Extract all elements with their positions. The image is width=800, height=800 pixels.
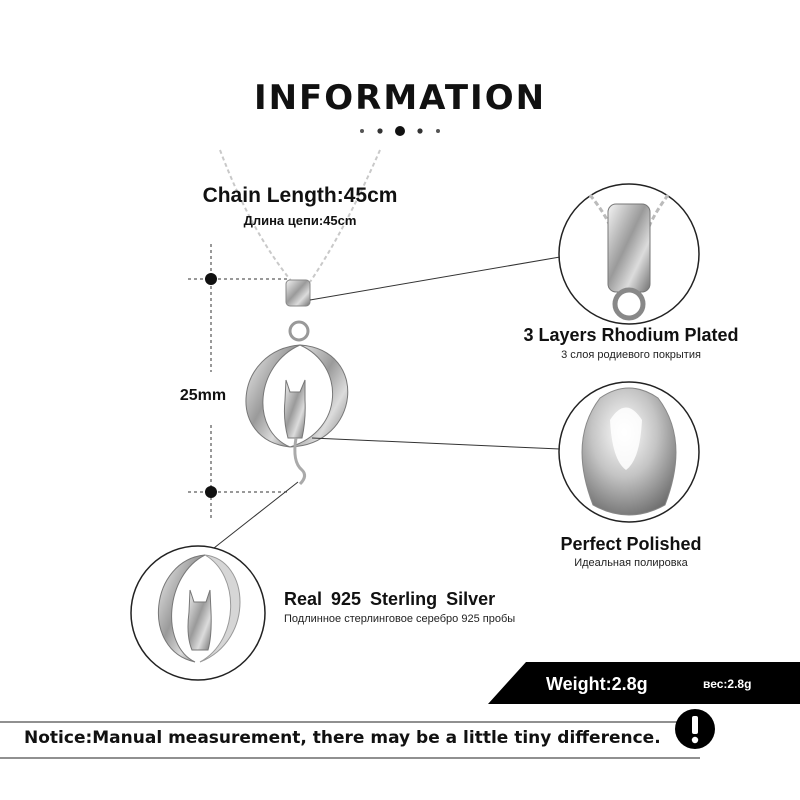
detail-circle-bail — [558, 183, 700, 325]
pendant-size-label: 25mm — [179, 387, 227, 404]
chain-length-label: Chain Length:45cm — [202, 184, 398, 207]
chain-length-label-ru: Длина цепи:45cm — [243, 213, 357, 228]
weight-label-ru: вес:2.8g — [703, 677, 752, 691]
detail-circle-silver — [130, 545, 266, 681]
dimension-lines — [188, 244, 290, 520]
feature-polished-subtitle: Идеальная полировка — [574, 557, 688, 569]
feature-silver-title: Real 925 Sterling Silver — [284, 589, 496, 609]
detail-circle-polished — [558, 381, 700, 523]
dimension-dot-top — [205, 273, 217, 285]
feature-rhodium-subtitle: 3 слоя родиевого покрытия — [561, 349, 701, 361]
cat-figure — [283, 379, 307, 486]
feature-rhodium-title: 3 Layers Rhodium Plated — [523, 325, 739, 345]
feature-silver-subtitle: Подлинное стерлинговое серебро 925 пробы — [284, 613, 516, 625]
bail — [285, 279, 311, 307]
title-divider-dots — [360, 126, 440, 136]
page-title: INFORMATION — [253, 78, 547, 118]
feature-polished-title: Perfect Polished — [560, 534, 702, 554]
weight-banner — [488, 662, 800, 704]
crescent-moon — [245, 344, 301, 448]
chain — [219, 149, 381, 283]
exclamation-icon — [675, 709, 715, 749]
callout-lines — [213, 256, 561, 549]
notice-text: Notice:Manual measurement, there may be … — [24, 728, 661, 748]
dimension-dot-bottom — [205, 486, 217, 498]
weight-label: Weight:2.8g — [546, 674, 648, 694]
jump-ring — [288, 320, 310, 342]
